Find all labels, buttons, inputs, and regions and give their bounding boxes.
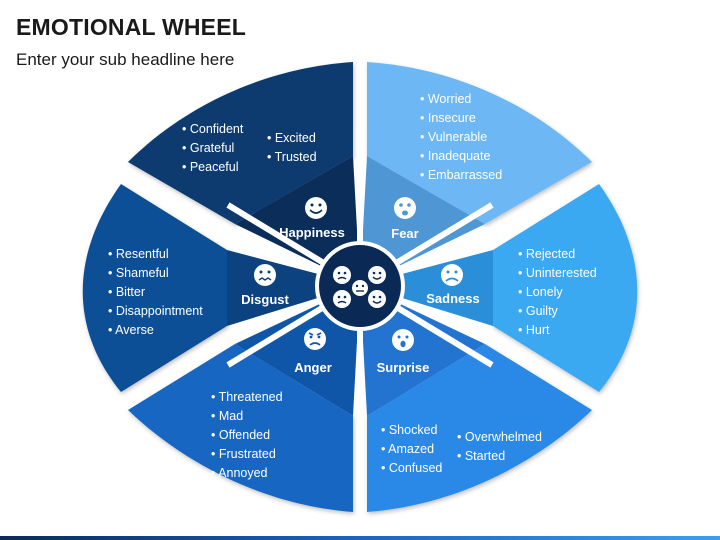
- anger-item: • Threatened: [211, 390, 283, 404]
- fearful-face-icon: [394, 197, 416, 219]
- disgust-item: • Resentful: [108, 247, 169, 261]
- happiness-inner: [235, 156, 360, 285]
- fear-inner: [360, 156, 485, 285]
- anger-label: Anger: [294, 360, 332, 375]
- surprise-item: • Confused: [381, 461, 442, 475]
- surprise-item: • Overwhelmed: [457, 430, 542, 444]
- happiness-label: Happiness: [279, 225, 345, 240]
- happiness-item: • Confident: [182, 122, 244, 136]
- fear-item: • Embarrassed: [420, 168, 502, 182]
- page-title: EMOTIONAL WHEEL: [16, 14, 247, 40]
- happiness-item: • Peaceful: [182, 160, 239, 174]
- page-subtitle: Enter your sub headline here: [16, 50, 235, 69]
- angry-face-icon: [304, 328, 326, 350]
- fear-item: • Worried: [420, 92, 471, 106]
- disgust-item: • Averse: [108, 323, 154, 337]
- surprise-label: Surprise: [377, 360, 430, 375]
- surprise-item: • Shocked: [381, 423, 438, 437]
- sadness-item: • Rejected: [518, 247, 575, 261]
- fear-label: Fear: [391, 226, 418, 241]
- disgust-face-icon: [254, 264, 276, 286]
- happiness-item: • Excited: [267, 131, 316, 145]
- happiness-item: • Trusted: [267, 150, 317, 164]
- anger-item: • Annoyed: [211, 466, 268, 480]
- disgust-item: • Shameful: [108, 266, 169, 280]
- surprise-item: • Amazed: [381, 442, 434, 456]
- sadness-segment: [493, 184, 638, 392]
- happiness-segment: [128, 62, 353, 224]
- anger-item: • Mad: [211, 409, 243, 423]
- surprise-item: • Started: [457, 449, 505, 463]
- fear-item: • Vulnerable: [420, 130, 487, 144]
- fear-item: • Insecure: [420, 111, 476, 125]
- sadness-item: • Guilty: [518, 304, 559, 318]
- happiness-item: • Grateful: [182, 141, 234, 155]
- disgust-label: Disgust: [241, 292, 289, 307]
- fear-segment: [367, 62, 592, 224]
- emoji-cluster-icon: [315, 241, 405, 331]
- fear-item: • Inadequate: [420, 149, 490, 163]
- disgust-segment: [82, 184, 227, 392]
- sadness-item: • Lonely: [518, 285, 563, 299]
- sad-face-icon: [441, 264, 463, 286]
- surprise-segment: [367, 344, 592, 512]
- smile-icon: [305, 197, 327, 219]
- surprised-face-icon: [392, 329, 414, 351]
- anger-item: • Offended: [211, 428, 270, 442]
- sadness-item: • Uninterested: [518, 266, 597, 280]
- bottom-accent-bar: [0, 536, 720, 540]
- sadness-label: Sadness: [426, 291, 479, 306]
- disgust-item: • Disappointment: [108, 304, 203, 318]
- anger-segment: [128, 344, 353, 512]
- disgust-item: • Bitter: [108, 285, 145, 299]
- sadness-item: • Hurt: [518, 323, 550, 337]
- anger-item: • Frustrated: [211, 447, 276, 461]
